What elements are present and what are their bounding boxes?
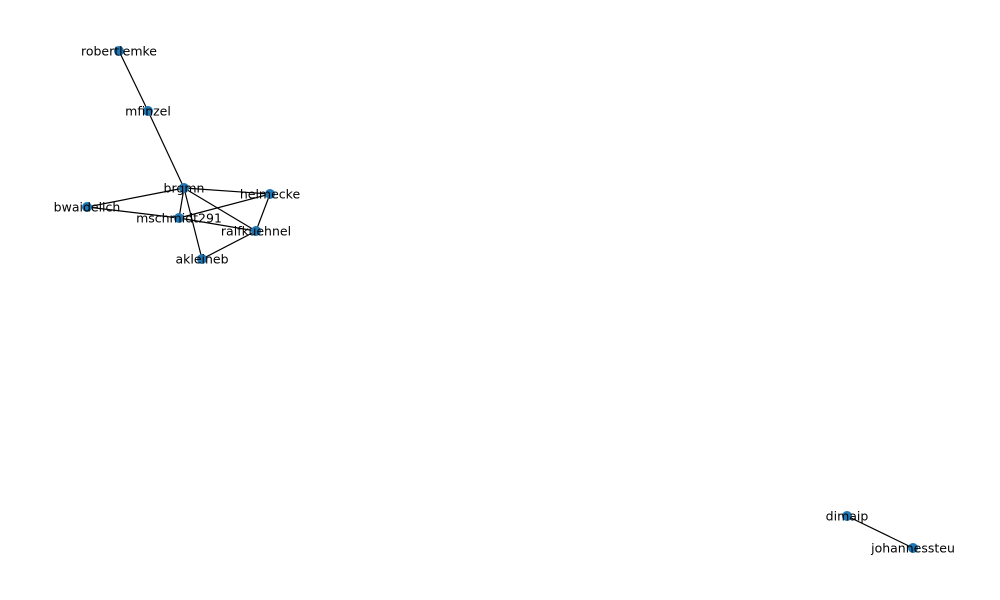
node-layer xyxy=(82,46,918,553)
node-dimaip xyxy=(842,511,852,521)
edge-brgmn-mschmidt291 xyxy=(178,187,185,219)
edge-brgmn-ralfkuehnel xyxy=(183,187,257,232)
node-label-mschmidt291: mschmidt291 xyxy=(136,211,222,226)
node-akleineb xyxy=(197,254,207,264)
node-label-akleineb: akleineb xyxy=(175,252,228,267)
node-brgmn xyxy=(179,183,189,193)
node-label-bwaidelich: bwaidelich xyxy=(54,200,121,215)
node-ralfkuehnel xyxy=(251,226,261,236)
node-label-johannessteu: johannessteu xyxy=(870,541,955,556)
node-bwaidelich xyxy=(82,202,92,212)
node-mfinzel xyxy=(143,106,153,116)
node-johannessteu xyxy=(908,543,918,553)
edge-mschmidt291-ralfkuehnel xyxy=(178,217,257,232)
node-label-robertlemke: robertlemke xyxy=(81,44,157,59)
node-label-mfinzel: mfinzel xyxy=(125,104,171,119)
label-layer: robertlemke mfinzel brgmn helmecke bwaidelic… xyxy=(54,44,955,556)
edge-layer xyxy=(86,50,914,549)
node-mschmidt291 xyxy=(174,213,184,223)
edge-ralfkuehnel-akleineb xyxy=(201,230,257,260)
node-robertlemke xyxy=(114,46,124,56)
node-label-brgmn: brgmn xyxy=(164,181,205,196)
edge-brgmn-helmecke xyxy=(183,187,271,195)
edge-robertlemke-mfinzel xyxy=(118,50,149,112)
node-helmecke xyxy=(265,189,275,199)
edge-bwaidelich-mschmidt291 xyxy=(86,206,180,219)
edge-dimaip-johannessteu xyxy=(846,515,914,549)
edge-helmecke-ralfkuehnel xyxy=(255,193,271,232)
edge-brgmn-bwaidelich xyxy=(86,187,185,208)
node-label-dimaip: dimaip xyxy=(826,509,869,524)
edge-mschmidt291-helmecke xyxy=(178,193,271,219)
edge-brgmn-akleineb xyxy=(183,187,203,260)
node-label-ralfkuehnel: ralfkuehnel xyxy=(221,224,291,239)
node-label-helmecke: helmecke xyxy=(240,187,301,202)
edge-mfinzel-brgmn xyxy=(147,110,185,189)
